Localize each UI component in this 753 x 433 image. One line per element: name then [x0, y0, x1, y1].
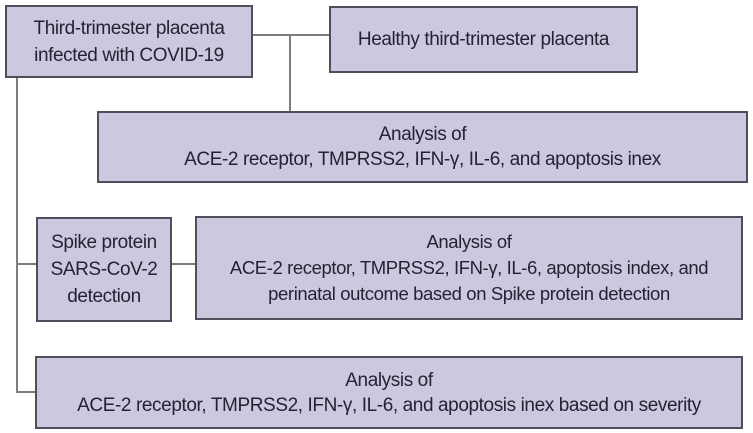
node-text-line: ACE-2 receptor, TMPRSS2, IFN-γ, IL-6, an… [77, 394, 701, 416]
connector-trunk-to-spike [16, 263, 38, 265]
node-text-line: ACE-2 receptor, TMPRSS2, IFN-γ, IL-6, an… [184, 149, 661, 170]
node-text-line: perinatal outcome based on Spike protein… [268, 283, 670, 304]
node-analysis-severity: Analysis of ACE-2 receptor, TMPRSS2, IFN… [35, 356, 743, 429]
node-text-line: Analysis of [426, 231, 512, 252]
node-text-line: ACE-2 receptor, TMPRSS2, IFN-γ, IL-6, ap… [229, 257, 709, 278]
node-text-line: Analysis of [345, 369, 433, 391]
node-infected-placenta: Third-trimester placenta infected with C… [5, 5, 253, 78]
node-text-line: Analysis of [378, 124, 467, 145]
connector-infected-to-healthy [253, 34, 331, 36]
node-text-line: detection [67, 286, 141, 307]
node-healthy-placenta: Healthy third-trimester placenta [329, 6, 638, 73]
node-text-line: Spike protein [51, 232, 157, 253]
node-text-line: Healthy third-trimester placenta [357, 29, 610, 50]
node-text-line: SARS-CoV-2 [50, 259, 158, 280]
node-analysis-spike: Analysis of ACE-2 receptor, TMPRSS2, IFN… [195, 216, 743, 320]
node-text-line: Third-trimester placenta [33, 17, 225, 39]
connector-left-trunk [16, 78, 18, 393]
connector-top-to-analysis-main [289, 34, 291, 113]
node-spike-detection: Spike protein SARS-CoV-2 detection [36, 217, 172, 322]
node-text-line: infected with COVID-19 [34, 44, 224, 66]
node-analysis-main: Analysis of ACE-2 receptor, TMPRSS2, IFN… [97, 111, 748, 183]
connector-spike-to-analysis-spike [170, 263, 197, 265]
connector-trunk-to-analysis-severity [16, 391, 37, 393]
